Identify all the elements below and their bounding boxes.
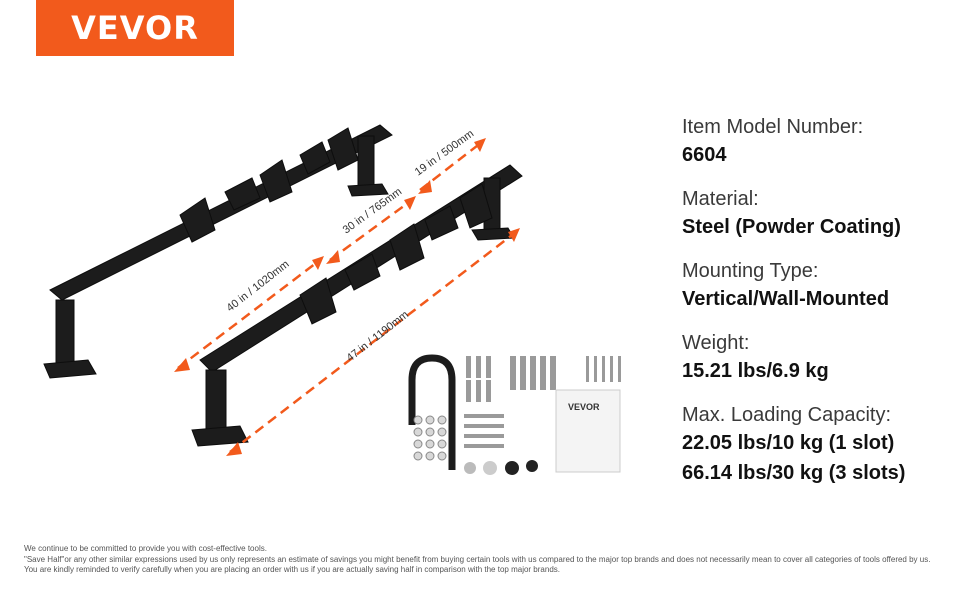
manual-brand: VEVOR: [568, 402, 600, 412]
manual-booklet: [555, 389, 621, 473]
spec-value: 15.21 lbs/6.9 kg: [682, 360, 829, 382]
spec-label: Max. Loading Capacity:: [682, 404, 892, 426]
spec-value: 66.14 lbs/30 kg (3 slots): [682, 462, 906, 484]
dimension-short-span: 19 in / 500mm: [413, 128, 476, 179]
j-hook-icon: [408, 354, 456, 470]
arrow-heads: [174, 138, 520, 456]
spec-mounting-type: Mounting Type: Vertical/Wall-Mounted: [682, 258, 967, 314]
spec-label: Mounting Type:: [682, 260, 819, 282]
dimension-total-length: 47 in / 1190mm: [344, 309, 411, 365]
spec-material: Material: Steel (Powder Coating): [682, 186, 967, 242]
hardware-kit: VEVOR: [408, 354, 621, 475]
dimension-arrows: [177, 141, 517, 453]
spec-value: Vertical/Wall-Mounted: [682, 288, 890, 310]
disclaimer-line: We continue to be committed to provide y…: [24, 544, 267, 553]
spec-list: Item Model Number: 6604 Material: Steel …: [682, 114, 967, 504]
spec-model: Item Model Number: 6604: [682, 114, 967, 170]
spec-label: Material:: [682, 188, 759, 210]
washers-icon: [464, 460, 538, 475]
bolts-icon: [464, 356, 621, 448]
back-rack: [43, 124, 393, 379]
nuts-icon: [413, 415, 447, 461]
spec-max-loading-capacity: Max. Loading Capacity: 22.05 lbs/10 kg (…: [682, 402, 967, 488]
vevor-logo: VEVOR: [36, 0, 234, 56]
spec-value: 6604: [682, 144, 727, 166]
disclaimer-line: "Save Half"or any other similar expressi…: [24, 554, 931, 564]
disclaimer: We continue to be committed to provide y…: [24, 544, 964, 576]
disclaimer-line: You are kindly reminded to verify carefu…: [24, 565, 560, 574]
product-illustration: 40 in / 1020mm 47 in / 1190mm 30 in / 76…: [43, 124, 621, 475]
spec-weight: Weight: 15.21 lbs/6.9 kg: [682, 330, 967, 386]
spec-value: Steel (Powder Coating): [682, 216, 901, 238]
spec-label: Item Model Number:: [682, 116, 864, 138]
front-rack: [191, 164, 523, 447]
spec-value: 22.05 lbs/10 kg (1 slot): [682, 432, 895, 454]
spec-label: Weight:: [682, 332, 750, 354]
